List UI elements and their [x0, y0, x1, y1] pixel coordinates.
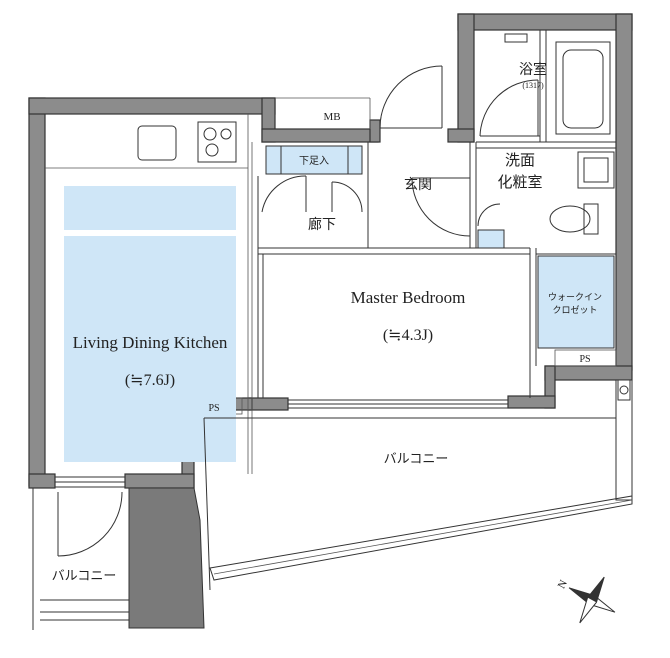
wall-bath-top [457, 13, 633, 31]
wall-entry-right [447, 128, 475, 143]
wall-ldk-left [28, 97, 46, 487]
balcony-main-name: バルコニー [384, 451, 449, 466]
wall-column [128, 487, 205, 629]
wall-ldk-bottom-right [124, 473, 195, 489]
bath-fixtures [504, 33, 615, 235]
ldk-highlight-main [64, 236, 236, 462]
bedroom-name: Master Bedroom [351, 288, 466, 307]
closet-line1: ウォークイン [548, 292, 602, 302]
entrance-name: 玄関 [404, 176, 432, 193]
shoe-storage-name: 下足入 [299, 155, 329, 167]
wall-bed-right-low [507, 395, 556, 409]
mb-label: MB [323, 111, 340, 123]
ps-ldk-label: PS [208, 403, 219, 414]
highlight-areas [64, 145, 615, 462]
closet-line2: クロゼット [552, 304, 597, 315]
toilet-icon [549, 205, 591, 233]
wall-ps-bottom [544, 365, 633, 381]
wall-mb-bottom [261, 128, 379, 143]
ldk-size: (≒7.6J) [125, 372, 175, 389]
wall-entry-left [369, 119, 381, 143]
labels: Living Dining Kitchen (≒7.6J) Master Bed… [52, 61, 602, 583]
ldk-name: Living Dining Kitchen [73, 333, 228, 352]
balcony [32, 379, 633, 630]
washroom-storage [477, 229, 505, 249]
doors [57, 65, 540, 557]
wall-bath-left [457, 13, 475, 143]
washroom-line1: 洗面 [505, 152, 535, 169]
toilet-tank-icon [583, 203, 599, 235]
washbasin-icon [577, 151, 615, 189]
bathtub-icon [555, 41, 611, 135]
compass-north: N [556, 578, 570, 591]
stove-icon [197, 121, 237, 163]
bedroom-size: (≒4.3J) [383, 327, 433, 344]
wall-ldk-top [28, 97, 276, 115]
wall-ldk-bottom-left [28, 473, 56, 489]
partitions [45, 30, 617, 488]
balcony-side-name: バルコニー [52, 568, 117, 583]
bath-note: (1317) [522, 81, 544, 90]
compass-icon: N [556, 576, 616, 624]
shoe-storage-box [265, 145, 363, 175]
wall-bed-bottom-left [247, 397, 289, 411]
walk-in-closet-fill [537, 255, 615, 349]
washroom-line2: 化粧室 [497, 174, 542, 191]
sink-icon [137, 125, 177, 161]
wall-right [615, 13, 633, 371]
hallway-name: 廊下 [308, 216, 336, 233]
bath-name: 浴室 [519, 61, 547, 78]
kitchen [137, 121, 237, 163]
ps-closet-label: PS [579, 354, 590, 365]
ldk-highlight-top [64, 186, 236, 230]
